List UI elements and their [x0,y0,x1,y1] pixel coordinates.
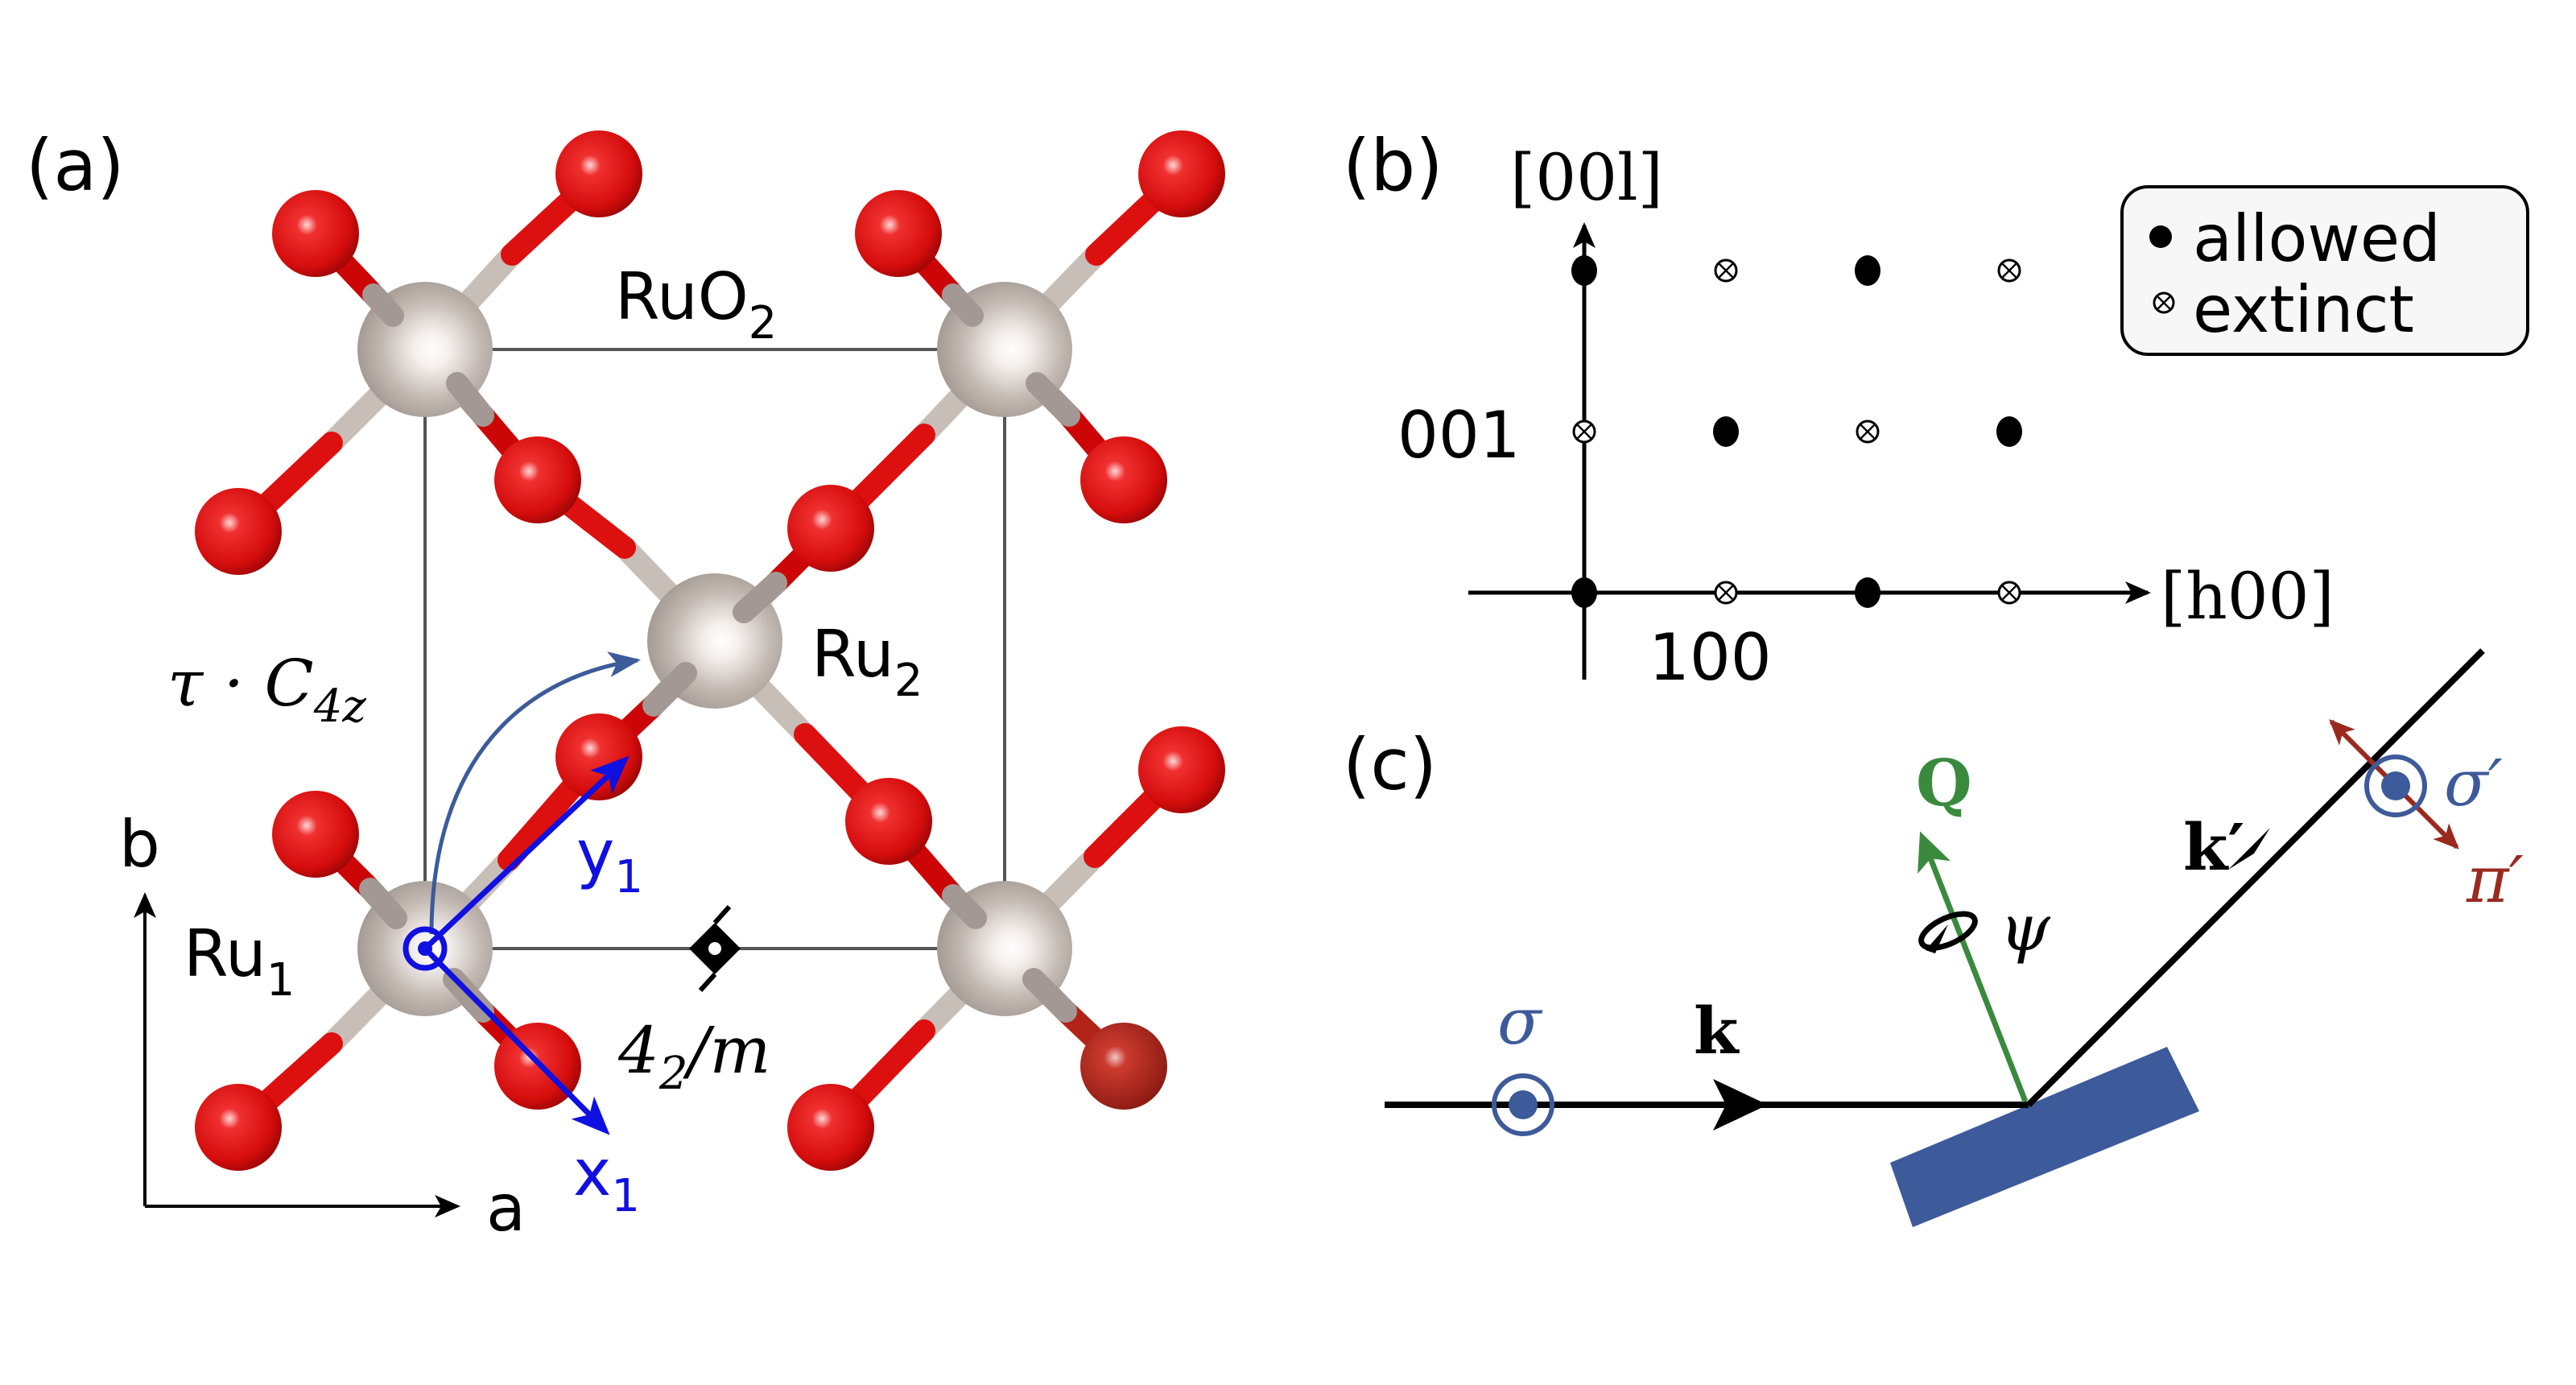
reflection-allowed [1713,416,1739,447]
reflection-extinct [1997,581,2021,605]
local-axes [402,755,630,1135]
screw-axis-label: 42/m [617,1013,770,1100]
oxygen-atom [555,130,642,217]
ru2-label: Ru2 [811,617,923,707]
oxygen-atom [272,791,359,878]
reflection-extinct [1856,420,1880,444]
incident-beam-arrowhead [1713,1079,1768,1131]
local-y-label: y1 [576,817,643,903]
a-axis-label: a [486,1171,526,1246]
sigma-out-label: σ′ [2444,746,2503,821]
vertical-axis-label: [00l] [1510,140,1663,215]
oxygen-atom [855,190,942,277]
reflection-grid [1571,255,2022,608]
ru1-label: Ru1 [184,916,295,1007]
reflection-extinct [1714,581,1738,605]
azimuth-rotation-icon [1918,911,1978,951]
legend-box [2120,185,2529,356]
panel-c: (c) Q ψ k k′ σ σ′ π′ [1343,648,2524,1227]
sigma-prime-polarization-icon [2364,755,2427,817]
allowed-marker-icon [2149,225,2172,248]
sigma-in-label: σ [1497,984,1543,1059]
screw-axis-icon [689,904,741,993]
reflection-extinct [1997,258,2021,283]
crystal-axes [134,892,460,1218]
local-x-label: x1 [573,1135,640,1222]
reflection-allowed [1855,577,1880,608]
oxygen-atom [195,488,282,575]
panel-b: (b) [00l] [h00] 001 100 allowed extinct [1343,124,2529,695]
q-label: Q [1916,745,1972,821]
oxygen-atom [787,1084,874,1171]
panel-a-label: (a) [26,124,125,207]
oxygen-atom [1080,436,1167,523]
legend-allowed-label: allowed [2193,201,2441,276]
pi-out-label: π′ [2466,842,2524,917]
oxygen-atom [1138,130,1225,217]
pi-arrow-up [2329,719,2398,788]
oxygen-atom [787,485,874,572]
reflection-extinct [1714,258,1738,283]
panel-c-label: (c) [1343,723,1437,806]
oxygen-atom [272,190,359,277]
sample-crystal [1890,1047,2199,1227]
panel-a: (a) [26,124,1225,1246]
vertical-tick-label: 001 [1397,398,1521,473]
oxygen-atom [195,1084,282,1171]
out-of-plane-icon [402,926,448,971]
local-x-arrow [423,946,610,1135]
q-vector [1918,831,2029,1103]
legend-extinct-label: extinct [2193,272,2414,347]
reflection-allowed [1855,255,1880,286]
sigma-polarization-icon [1492,1073,1554,1136]
oxygen-atom [1138,726,1225,813]
compound-label: RuO2 [615,259,777,349]
rotation-arrow [429,651,641,935]
psi-label: ψ [2000,891,2051,965]
legend: allowed extinct [2120,185,2529,356]
k-in-label: k [1694,993,1740,1069]
horizontal-tick-label: 100 [1649,620,1772,695]
oxygen-atom [494,436,581,523]
oxygen-atom [845,778,932,865]
b-axis-label: b [119,807,160,882]
scattered-beam [2026,648,2485,1107]
reflection-allowed [1571,255,1597,286]
reflection-extinct [1572,420,1596,444]
reflection-allowed [1571,577,1597,608]
panel-b-label: (b) [1343,124,1443,207]
k-out-label: k′ [2183,809,2245,885]
reflection-allowed [1996,416,2022,447]
local-y-arrow [423,755,630,951]
symmetry-operation-label: τ · C4z [167,646,366,733]
horizontal-axis-label: [h00] [2161,559,2334,634]
scattered-beam-arrowhead [2228,828,2270,879]
extinct-marker-icon [2153,291,2175,314]
oxygen-atom [1080,1023,1167,1110]
